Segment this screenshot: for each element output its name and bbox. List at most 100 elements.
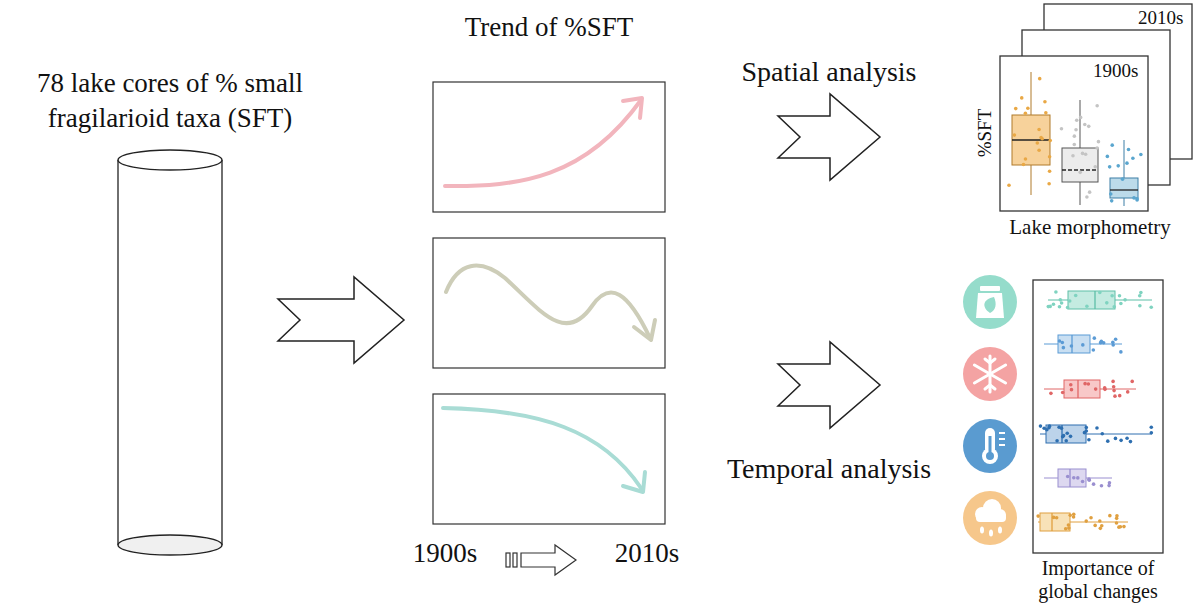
boxplot xyxy=(1060,100,1101,205)
data-dot xyxy=(1024,111,1028,115)
data-dot xyxy=(1106,155,1110,159)
data-dot xyxy=(1039,424,1043,428)
data-dot xyxy=(1060,301,1064,305)
thermometer-tick xyxy=(999,438,1005,440)
temperature-icon xyxy=(963,419,1017,473)
decade-label: 2010s xyxy=(615,538,680,569)
boxplot xyxy=(1036,513,1128,531)
data-dot xyxy=(1066,306,1070,310)
data-dot xyxy=(1043,100,1047,104)
median-line xyxy=(1069,469,1070,487)
snow-icon xyxy=(963,347,1017,401)
box xyxy=(1058,469,1086,487)
data-dot xyxy=(1054,290,1058,294)
median-line xyxy=(1071,335,1072,353)
cylinder-side xyxy=(221,160,222,545)
data-dot xyxy=(1055,439,1059,443)
data-dot xyxy=(1138,304,1142,308)
median-line xyxy=(1012,139,1050,140)
data-dot xyxy=(1014,107,1018,111)
data-dot xyxy=(1110,294,1114,298)
data-dot xyxy=(1045,428,1049,432)
data-dot xyxy=(1109,192,1113,196)
data-dot xyxy=(1067,526,1071,530)
data-dot xyxy=(1110,143,1114,147)
data-dot xyxy=(1069,435,1073,439)
data-dot xyxy=(1149,305,1153,309)
data-dot xyxy=(1111,380,1115,384)
node-text: Lake morphometry xyxy=(1009,215,1171,239)
rain-drop xyxy=(980,527,984,534)
spatial-panel: 2010s1900s%SFTLake morphometry xyxy=(965,4,1195,244)
data-dot xyxy=(1125,436,1129,440)
thermometer-tick xyxy=(999,432,1005,434)
data-dot xyxy=(1070,344,1074,348)
data-dot xyxy=(1071,154,1075,158)
block-arrow xyxy=(778,94,880,180)
decade-frame xyxy=(1000,56,1148,211)
median-line xyxy=(1062,169,1098,170)
time-arrow-bar xyxy=(506,553,510,567)
data-dot xyxy=(1007,183,1011,187)
analysis-label: Temporal analysis xyxy=(724,453,934,485)
time-arrow-bar xyxy=(513,553,517,567)
data-dot xyxy=(1048,424,1052,428)
data-dot xyxy=(1026,106,1030,110)
data-dot xyxy=(1074,128,1078,132)
data-dot xyxy=(1118,394,1122,398)
trend-frame xyxy=(433,82,665,212)
data-dot xyxy=(1068,299,1072,303)
data-dot xyxy=(1048,155,1052,159)
data-dot xyxy=(1055,516,1059,520)
trend-arrowhead xyxy=(623,472,645,492)
box xyxy=(1062,148,1098,182)
decade-label: 1900s xyxy=(413,538,478,569)
data-dot xyxy=(1085,426,1089,430)
data-dot xyxy=(1127,148,1131,152)
median-line xyxy=(1077,380,1078,398)
data-dot xyxy=(1057,425,1061,429)
data-dot xyxy=(1117,525,1121,529)
cylinder-body xyxy=(118,160,222,545)
median-line xyxy=(1094,291,1095,309)
box xyxy=(1040,513,1070,531)
bag-top xyxy=(980,286,1000,291)
data-dot xyxy=(1087,382,1091,386)
box xyxy=(1012,115,1050,165)
data-dot xyxy=(1022,163,1026,167)
cloud-part xyxy=(976,513,1006,522)
data-dot xyxy=(1092,482,1096,486)
data-dot xyxy=(1048,139,1052,143)
data-dot xyxy=(1099,527,1103,531)
data-dot xyxy=(1119,439,1123,443)
boxplot xyxy=(1044,469,1112,488)
data-dot xyxy=(1084,519,1088,523)
data-dot xyxy=(1085,195,1089,199)
trend-curve-wave xyxy=(446,266,650,338)
node-text: %SFT xyxy=(974,109,996,158)
data-dot xyxy=(1131,156,1135,160)
data-dot xyxy=(1038,77,1042,81)
data-dot xyxy=(1024,157,1028,161)
data-dot xyxy=(1115,521,1119,525)
cylinder-top xyxy=(118,150,222,170)
data-dot xyxy=(1093,336,1097,340)
spatial-boxplots xyxy=(1007,72,1142,206)
data-dot xyxy=(1098,519,1102,523)
data-dot xyxy=(1067,523,1071,527)
thermometer-fluid xyxy=(989,436,992,454)
snowflake-arm xyxy=(974,365,1005,383)
node-text: Importance of global changes xyxy=(1023,557,1173,603)
boxplot xyxy=(1044,335,1123,354)
data-dot xyxy=(1114,437,1118,441)
data-dot xyxy=(1066,475,1070,479)
data-dot xyxy=(1068,513,1072,517)
data-dot xyxy=(1064,527,1068,531)
data-dot xyxy=(1129,440,1133,444)
thermometer-tick xyxy=(999,444,1005,446)
data-dot xyxy=(1087,125,1091,129)
data-dot xyxy=(1106,439,1110,443)
data-dot xyxy=(1047,182,1051,186)
data-dot xyxy=(1119,350,1123,354)
temporal-panel: Importance of global changes xyxy=(955,278,1195,608)
